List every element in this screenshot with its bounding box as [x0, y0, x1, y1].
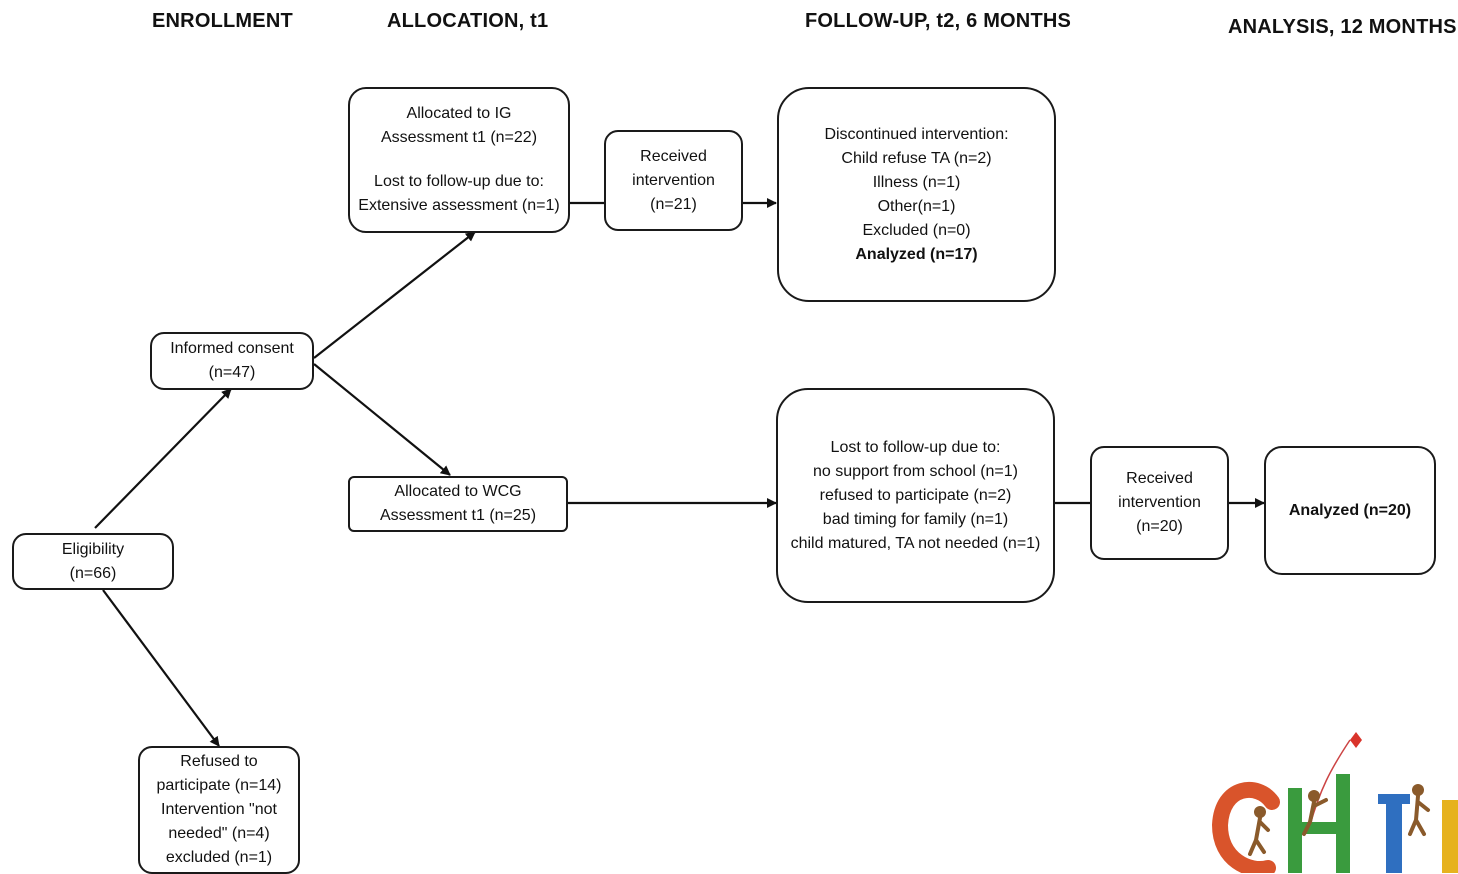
box-line: intervention — [1118, 494, 1201, 511]
box-line: (n=47) — [208, 364, 256, 381]
box-line: child matured, TA not needed (n=1) — [790, 534, 1041, 552]
discontinued-box: Discontinued intervention: Child refuse … — [777, 87, 1056, 302]
analyzed-ig-label: Analyzed (n=17) — [855, 245, 978, 263]
box-line: Lost to follow-up due to: — [374, 173, 544, 190]
box-line: Illness (n=1) — [872, 173, 961, 191]
received-intervention-wcg-box: Received intervention (n=20) — [1090, 446, 1229, 560]
box-line: Intervention "not — [161, 801, 277, 818]
informed-consent-box: Informed consent (n=47) — [150, 332, 314, 390]
box-line: Excluded (n=0) — [862, 221, 971, 239]
box-line: Received — [1126, 470, 1193, 487]
header-allocation: ALLOCATION, t1 — [387, 10, 549, 32]
box-line: excluded (n=1) — [165, 849, 273, 866]
box-line: participate (n=14) — [156, 777, 282, 794]
box-line: Child refuse TA (n=2) — [841, 149, 992, 167]
received-intervention-ig-box: Received intervention (n=21) — [604, 130, 743, 231]
box-line: refused to participate (n=2) — [819, 486, 1012, 504]
eligibility-box: Eligibility (n=66) — [12, 533, 174, 590]
box-line: (n=21) — [650, 195, 697, 213]
allocated-wcg-box: Allocated to WCG Assessment t1 (n=25) — [348, 476, 568, 532]
allocated-ig-box: Allocated to IG Assessment t1 (n=22) Los… — [348, 87, 570, 233]
box-line: Other(n=1) — [877, 197, 956, 215]
box-line: needed" (n=4) — [168, 825, 270, 842]
box-line: Received — [640, 147, 707, 165]
refused-box: Refused to participate (n=14) Interventi… — [138, 746, 300, 874]
box-line: Refused to — [180, 753, 258, 770]
chi-logo — [1211, 732, 1458, 873]
box-line: Lost to follow-up due to: — [830, 438, 1001, 456]
box-line: no support from school (n=1) — [813, 462, 1018, 480]
analyzed-wcg-box: Analyzed (n=20) — [1264, 446, 1436, 575]
box-line: Allocated to IG — [406, 105, 512, 122]
lost-followup-wcg-box: Lost to follow-up due to: no support fro… — [776, 388, 1055, 603]
box-line: (n=20) — [1136, 518, 1183, 535]
box-line: Informed consent — [170, 340, 294, 357]
box-line: Assessment t1 (n=22) — [380, 129, 538, 146]
box-line: (n=66) — [69, 564, 117, 582]
arrow-eligibility-to-refused — [102, 589, 220, 747]
header-followup: FOLLOW-UP, t2, 6 MONTHS — [805, 10, 1072, 32]
box-line: bad timing for family (n=1) — [822, 510, 1009, 528]
box-line: intervention — [632, 171, 715, 189]
arrow-consent-to-ig — [313, 231, 476, 359]
arrow-consent-to-wcg — [313, 363, 451, 476]
box-line: Assessment t1 (n=25) — [379, 507, 537, 524]
box-line: Extensive assessment (n=1) — [358, 197, 560, 214]
box-line: Discontinued intervention: — [824, 125, 1009, 143]
header-analysis: ANALYSIS, 12 MONTHS — [1228, 16, 1457, 38]
analyzed-wcg-label: Analyzed (n=20) — [1288, 501, 1412, 519]
arrow-eligibility-to-consent — [94, 388, 232, 529]
box-line: Allocated to WCG — [394, 483, 522, 500]
box-line: Eligibility — [61, 540, 125, 558]
header-enrollment: ENROLLMENT — [152, 10, 293, 32]
